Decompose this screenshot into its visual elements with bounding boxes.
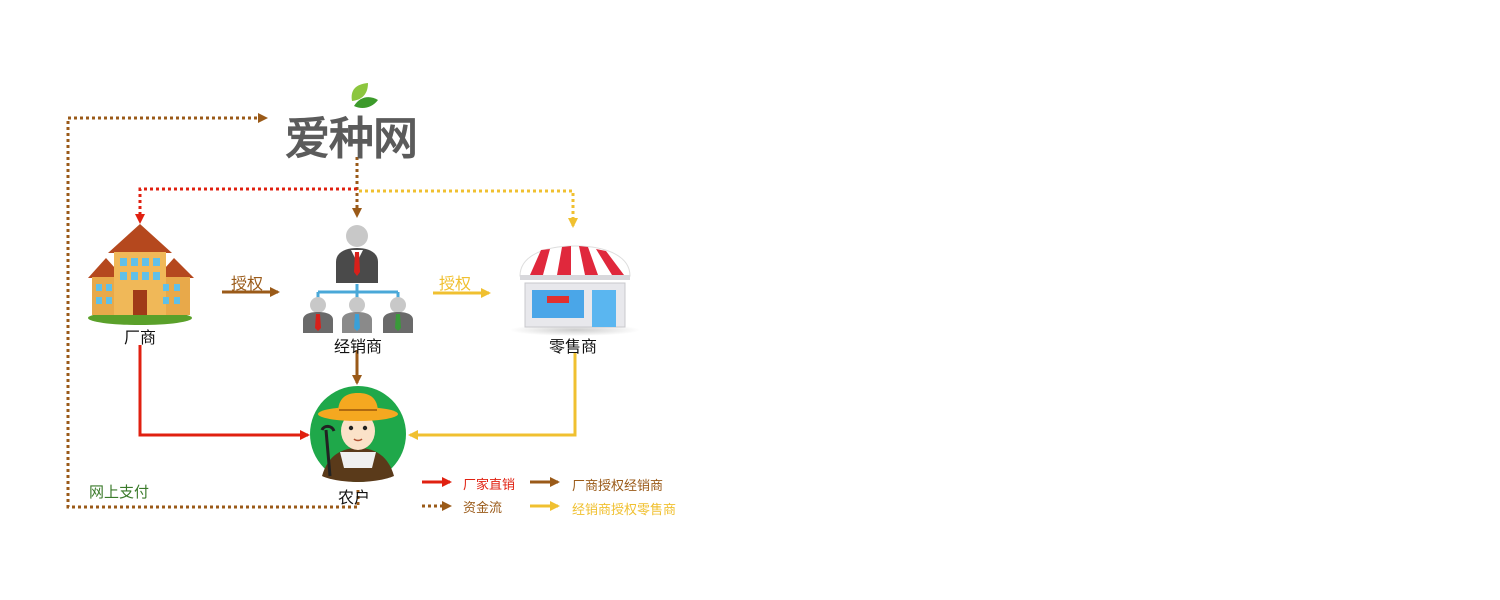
retailer-label: 零售商 (549, 337, 598, 356)
logo-to-retailer-dotted (359, 189, 578, 228)
logo-title: 爱种网 (285, 112, 418, 165)
payment-flow-lines (66, 113, 578, 509)
legend-authorized-retailer-label: 经销商授权零售商 (572, 503, 677, 518)
farmer-label: 农户 (338, 488, 371, 507)
retailer-to-farmer-arrow (408, 352, 577, 440)
distributor-people-icon (303, 225, 413, 333)
direct-sale-arrow (138, 345, 310, 440)
online-payment-line (66, 113, 360, 509)
manufacturer-label: 厂商 (124, 328, 157, 347)
distributor-label: 经销商 (334, 337, 383, 356)
retailer-store-icon (510, 245, 640, 336)
authorize-label-1: 授权 (231, 274, 264, 293)
authorize-label-2: 授权 (439, 274, 472, 293)
legend-authorized-distributor-label: 厂商授权经销商 (572, 479, 664, 494)
manufacturer-building-icon (88, 224, 194, 325)
legend-direct-sale-label: 厂家直销 (463, 478, 516, 493)
online-payment-label: 网上支付 (89, 483, 150, 501)
legend-money-flow-label: 资金流 (463, 501, 503, 516)
logo-to-manufacturer-dotted (135, 187, 357, 224)
legend-arrows (422, 477, 560, 511)
leaf-icon (351, 83, 378, 108)
solid-flow-arrows (138, 287, 577, 440)
farmer-avatar-icon (310, 386, 406, 482)
